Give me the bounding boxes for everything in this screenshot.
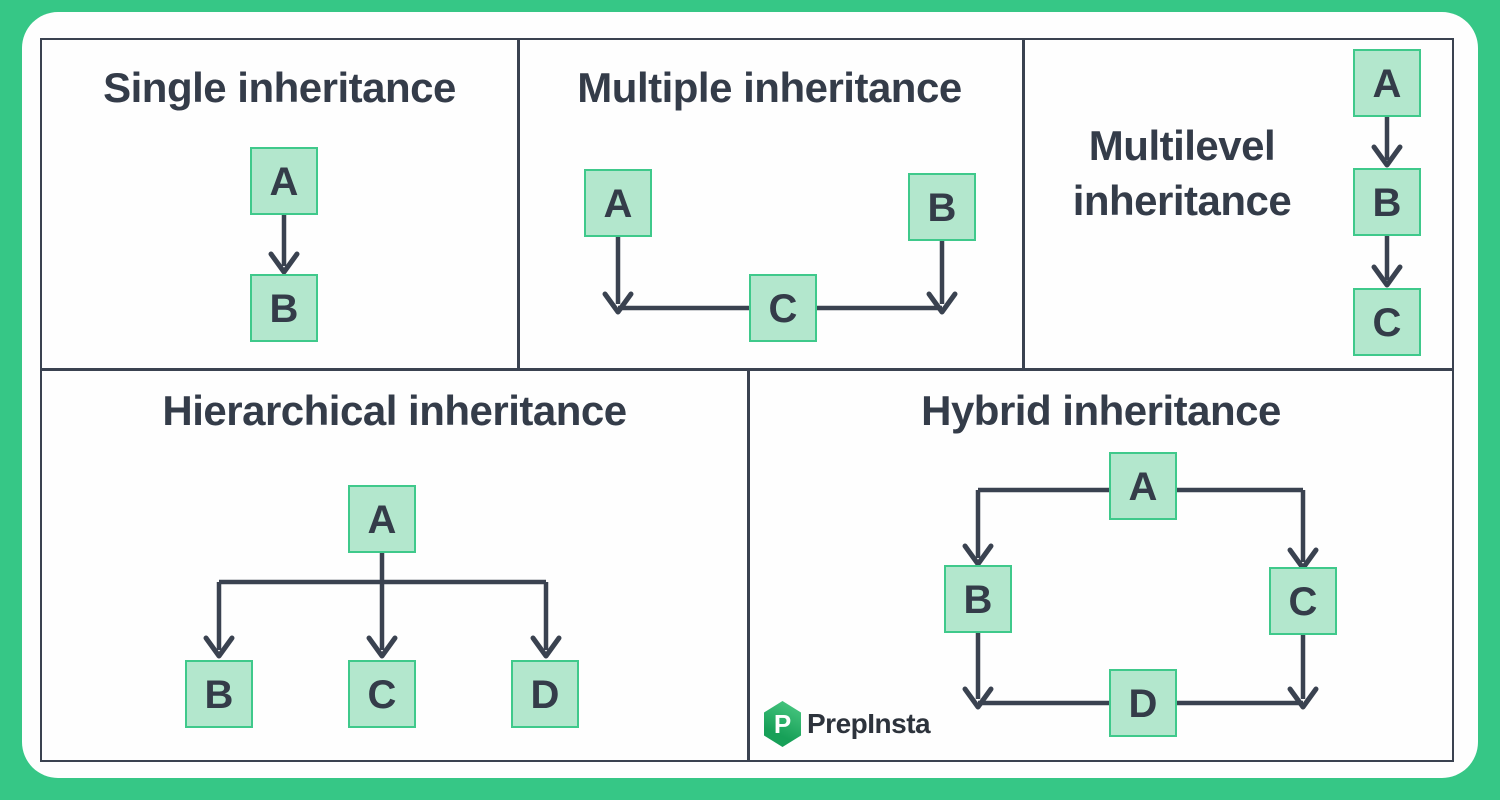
hybrid-inheritance-diagram: A B C D bbox=[944, 452, 1337, 737]
arrow-down-icon bbox=[366, 635, 398, 659]
svg-text:B: B bbox=[1373, 181, 1402, 225]
divider-vertical-1 bbox=[517, 40, 520, 368]
svg-text:C: C bbox=[1373, 301, 1402, 345]
divider-horizontal bbox=[42, 368, 1452, 371]
svg-text:A: A bbox=[368, 498, 397, 542]
single-inheritance-diagram: A B bbox=[250, 147, 318, 342]
node-a: A bbox=[584, 169, 652, 237]
arrow-down-icon bbox=[962, 686, 994, 710]
inheritance-types-table: Single inheritance A B Multiple inherita… bbox=[40, 38, 1454, 762]
logo-letter: P bbox=[773, 709, 792, 739]
multiple-inheritance-diagram: C A B bbox=[584, 169, 976, 342]
cell-hierarchical-inheritance: Hierarchical inheritance A B bbox=[42, 371, 747, 760]
hybrid-inheritance-title: Hybrid inheritance bbox=[921, 387, 1281, 434]
node-c: C bbox=[1353, 288, 1421, 356]
svg-text:B: B bbox=[928, 186, 957, 230]
node-b: B bbox=[908, 173, 976, 241]
cell-hybrid-inheritance: Hybrid inheritance A B bbox=[750, 371, 1452, 760]
node-b: B bbox=[1353, 168, 1421, 236]
svg-text:A: A bbox=[604, 182, 633, 226]
svg-text:C: C bbox=[368, 673, 397, 717]
arrow-down-icon bbox=[268, 251, 300, 275]
node-b: B bbox=[944, 565, 1012, 633]
node-b: B bbox=[185, 660, 253, 728]
arrow-down-icon bbox=[1371, 264, 1403, 288]
svg-text:C: C bbox=[1289, 580, 1318, 624]
node-c: C bbox=[348, 660, 416, 728]
svg-text:B: B bbox=[205, 673, 234, 717]
multilevel-inheritance-diagram: A B C bbox=[1353, 49, 1421, 356]
content-panel: Single inheritance A B Multiple inherita… bbox=[22, 12, 1478, 778]
hierarchical-inheritance-diagram: A B C D bbox=[185, 485, 579, 728]
node-c: C bbox=[749, 274, 817, 342]
svg-text:A: A bbox=[1129, 465, 1158, 509]
cell-multilevel-inheritance: Multilevel inheritance A B C bbox=[1022, 40, 1452, 368]
hierarchical-inheritance-title: Hierarchical inheritance bbox=[162, 387, 627, 434]
cell-multiple-inheritance: Multiple inheritance C A B bbox=[517, 40, 1022, 368]
prepinsta-hexagon-icon: P bbox=[764, 701, 801, 747]
arrow-down-icon bbox=[203, 635, 235, 659]
arrow-down-icon bbox=[1287, 686, 1319, 710]
arrow-down-icon bbox=[602, 291, 634, 315]
svg-text:B: B bbox=[964, 578, 993, 622]
svg-text:B: B bbox=[270, 287, 299, 331]
svg-text:C: C bbox=[769, 287, 798, 331]
node-a: A bbox=[1353, 49, 1421, 117]
node-d: D bbox=[511, 660, 579, 728]
svg-text:A: A bbox=[270, 160, 299, 204]
prepinsta-logo: P PrepInsta bbox=[764, 701, 931, 747]
svg-text:D: D bbox=[1129, 682, 1158, 726]
node-a: A bbox=[348, 485, 416, 553]
node-b: B bbox=[250, 274, 318, 342]
divider-vertical-2 bbox=[1022, 40, 1025, 368]
cell-single-inheritance: Single inheritance A B bbox=[42, 40, 517, 368]
arrow-down-icon bbox=[962, 543, 994, 567]
multiple-inheritance-title: Multiple inheritance bbox=[577, 64, 962, 111]
arrow-down-icon bbox=[926, 291, 958, 315]
node-a: A bbox=[250, 147, 318, 215]
divider-vertical-3 bbox=[747, 371, 750, 760]
node-c: C bbox=[1269, 567, 1337, 635]
prepinsta-brand-text: PrepInsta bbox=[807, 708, 931, 739]
multilevel-inheritance-title: Multilevel inheritance bbox=[1072, 122, 1292, 225]
svg-text:A: A bbox=[1373, 62, 1402, 106]
node-a: A bbox=[1109, 452, 1177, 520]
arrow-down-icon bbox=[1371, 144, 1403, 168]
node-d: D bbox=[1109, 669, 1177, 737]
single-inheritance-title: Single inheritance bbox=[103, 64, 456, 111]
svg-text:D: D bbox=[531, 673, 560, 717]
arrow-down-icon bbox=[530, 635, 562, 659]
